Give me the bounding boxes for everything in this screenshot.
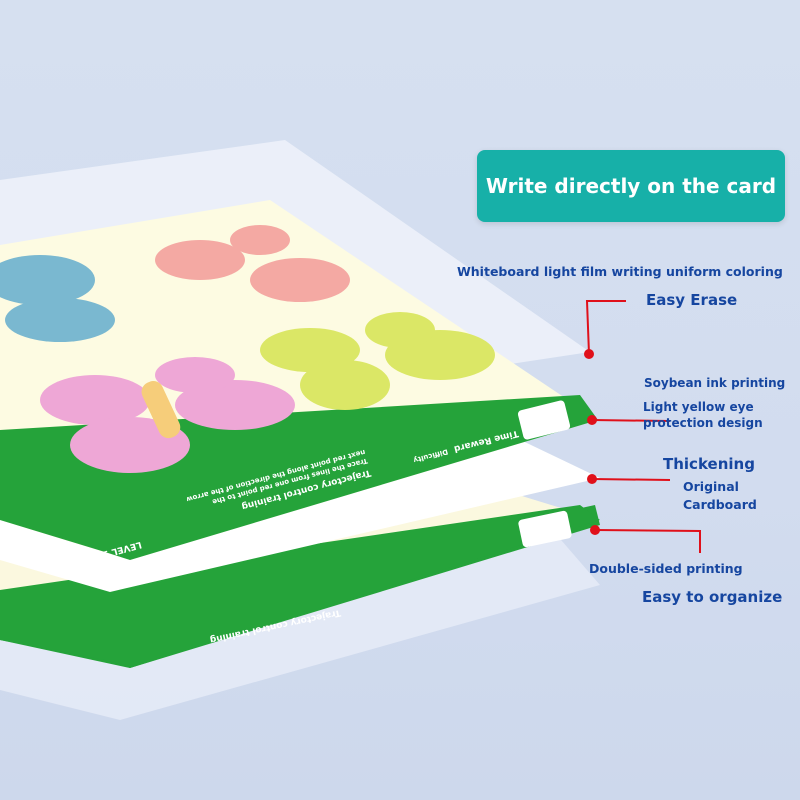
eye-protection-label-2: protection design <box>643 416 763 430</box>
marker-dot-double <box>590 525 600 535</box>
butterfly-red <box>155 225 350 302</box>
thickening-label: Thickening <box>663 455 755 473</box>
easy-erase-label: Easy Erase <box>646 291 738 309</box>
cardboard-label-2: Cardboard <box>683 497 757 512</box>
marker-dot-card <box>587 415 597 425</box>
soybean-ink-label: Soybean ink printing <box>644 376 786 390</box>
headline-text: Write directly on the card <box>485 174 777 198</box>
double-sided-label: Double-sided printing <box>589 561 743 576</box>
pointer-lines <box>585 300 701 553</box>
butterfly-green <box>260 312 495 410</box>
eye-protection-label-1: Light yellow eye <box>643 400 754 414</box>
organize-label: Easy to organize <box>642 588 783 606</box>
cardboard-label-1: Original <box>683 479 739 494</box>
headline-banner: Write directly on the card <box>477 150 785 222</box>
butterfly-pink <box>40 357 295 473</box>
film-title-label: Whiteboard light film writing uniform co… <box>457 264 783 279</box>
marker-dot-cardboard <box>587 474 597 484</box>
top-card: Time Reward Trajectory control training … <box>0 200 598 560</box>
butterfly-blue <box>0 255 115 342</box>
marker-dot-film <box>584 349 594 359</box>
